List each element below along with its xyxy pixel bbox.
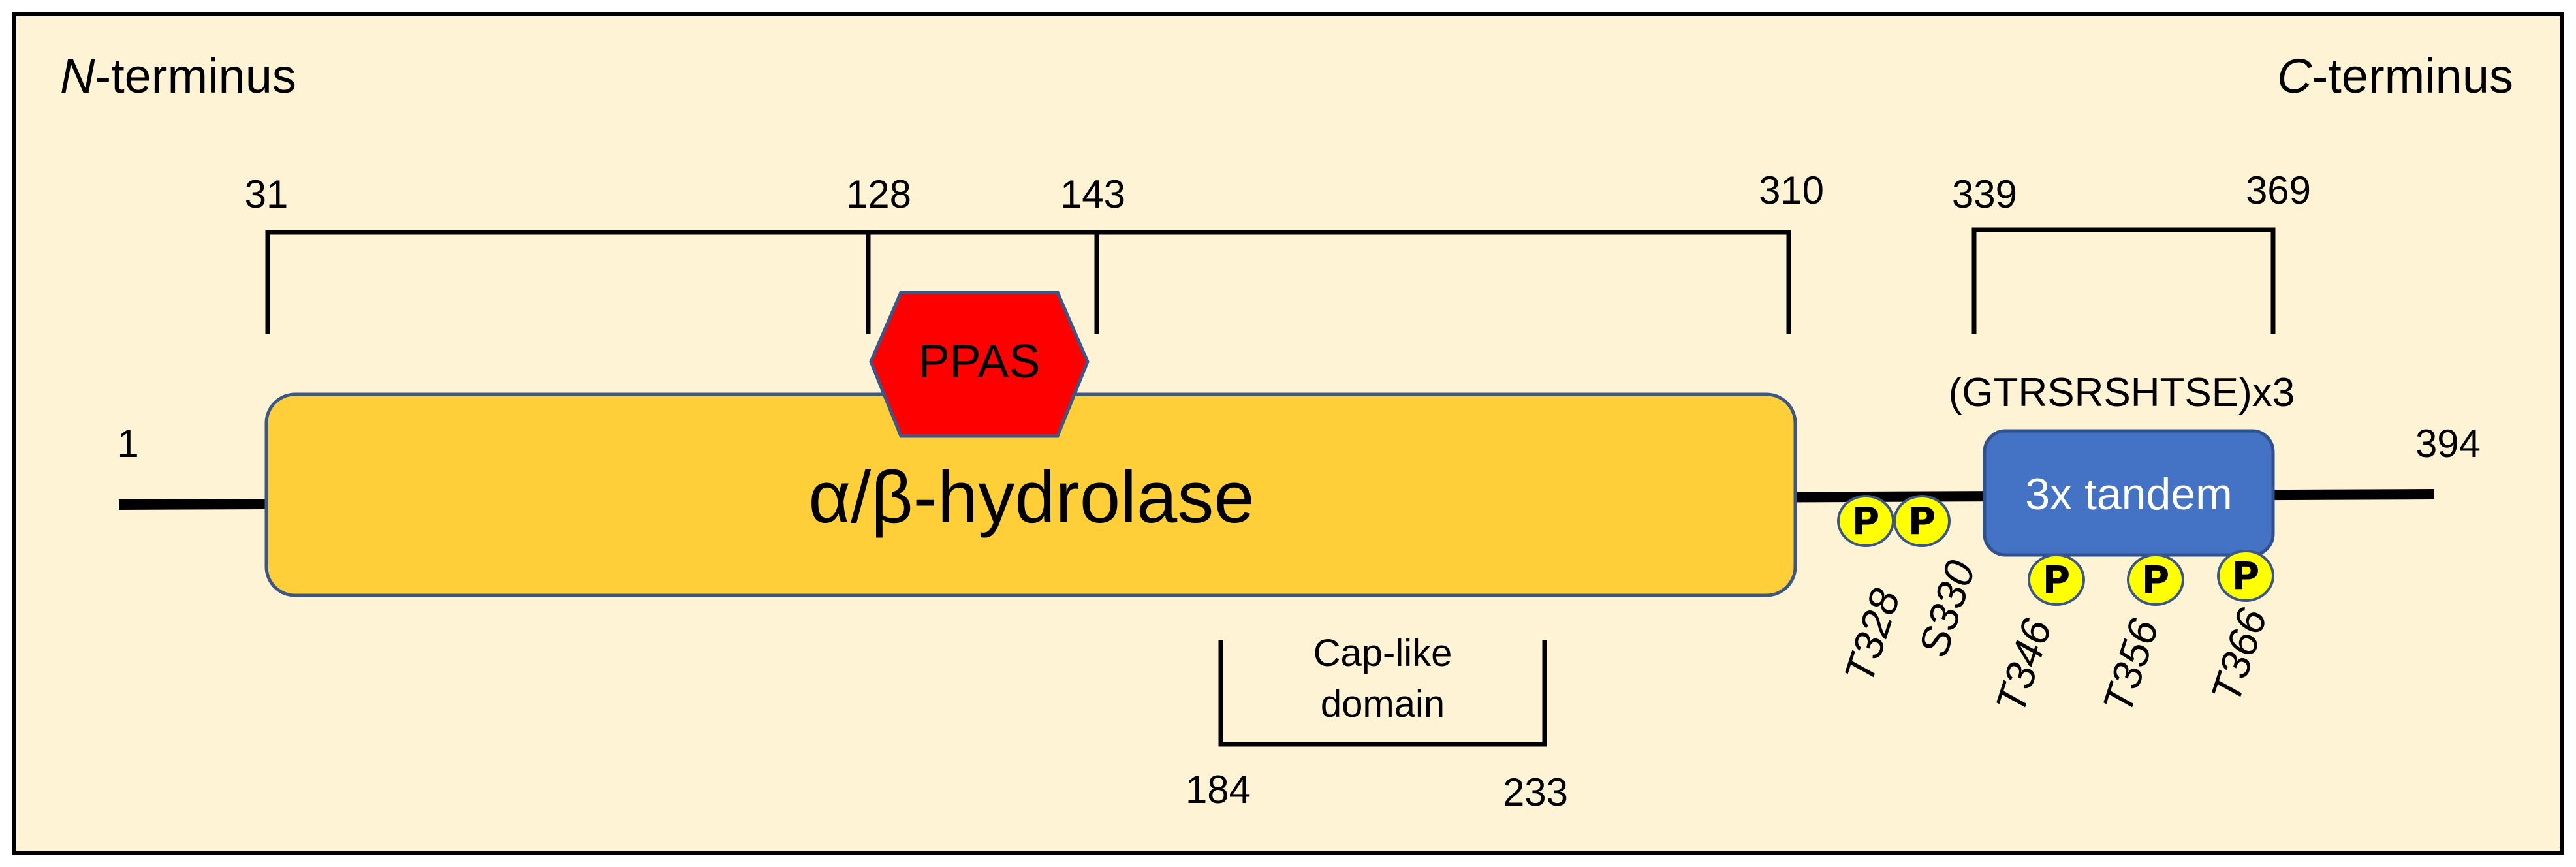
position-394: 394 [2415, 422, 2481, 465]
ppas-motif [869, 291, 1090, 438]
cap-like-label-line1: Cap-like [1313, 632, 1453, 674]
hydrolase-domain-label: α/β-hydrolase [808, 456, 1254, 538]
svg-text:P: P [1852, 499, 1880, 543]
hydrolase-span-bracket [265, 230, 1791, 334]
cap-like-domain-bracket [1218, 640, 1547, 747]
position-143: 143 [1060, 172, 1125, 216]
position-31: 31 [245, 172, 289, 216]
tandem-repeat-domain [1983, 429, 2275, 557]
position-339: 339 [1952, 172, 2017, 216]
n-terminus-label: N-terminus [60, 49, 296, 103]
tandem-repeat-label: 3x tandem [2025, 469, 2233, 519]
repeat-span-bracket [1971, 227, 2276, 334]
repeat-motif-label: (GTRSRSHTSE)x3 [1949, 370, 2295, 415]
svg-text:P: P [1908, 499, 1936, 543]
position-1: 1 [117, 422, 138, 465]
svg-text:P: P [2043, 558, 2071, 602]
svg-text:P: P [2142, 558, 2170, 602]
position-233: 233 [1503, 770, 1568, 814]
position-128: 128 [846, 172, 911, 216]
cap-like-label-line2: domain [1321, 683, 1445, 725]
ppas-label: PPAS [919, 336, 1041, 388]
position-369: 369 [2246, 168, 2311, 212]
c-terminus-label: C-terminus [2277, 49, 2513, 103]
svg-text:P: P [2232, 554, 2260, 598]
position-184: 184 [1186, 768, 1251, 812]
position-310: 310 [1759, 168, 1824, 212]
